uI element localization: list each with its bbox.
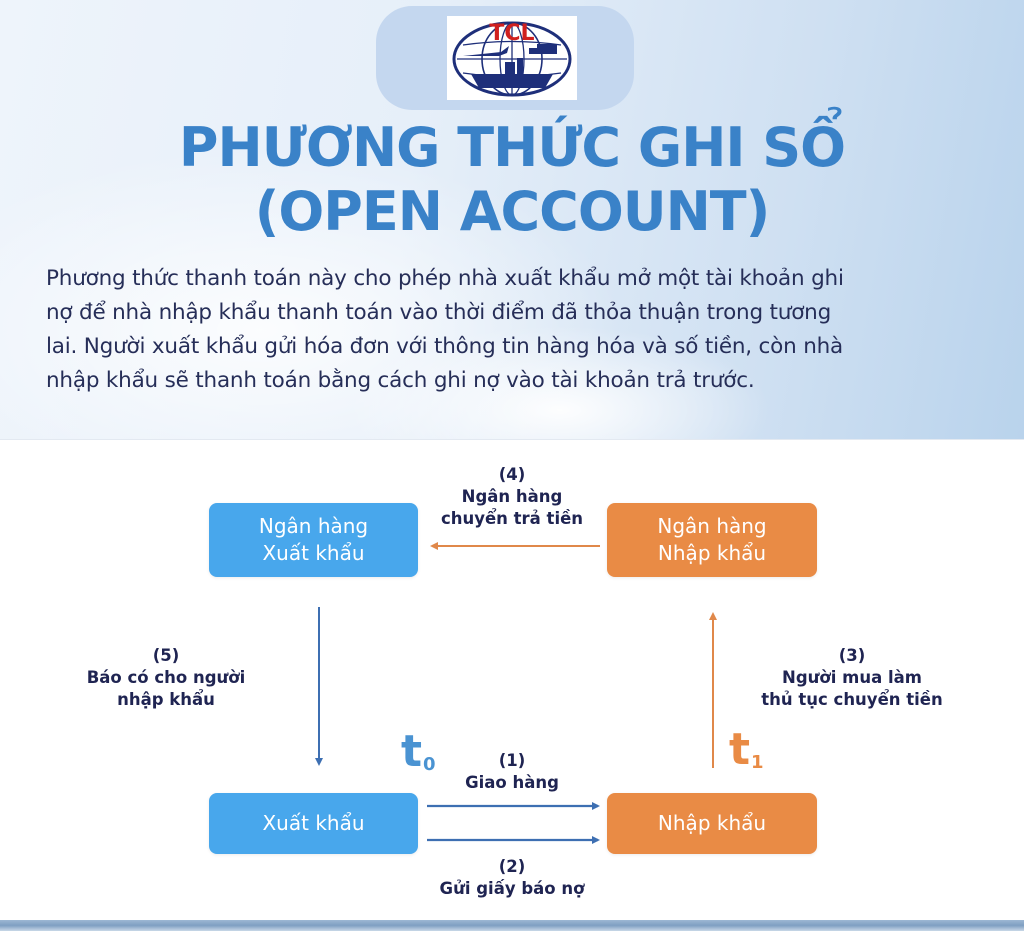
time-mark-sub: 0 [423,754,436,775]
page-title-line2: (OPEN ACCOUNT) [254,180,771,243]
step-4-label: (4) Ngân hàng chuyển trả tiền [412,464,612,530]
logo-text: TCL [489,21,534,46]
step-2-label: (2) Gửi giấy báo nợ [412,856,612,900]
step-number: (3) [838,646,866,665]
company-logo: TCL [447,16,577,100]
step-number: (1) [498,751,526,770]
time-mark-base: t [729,724,751,775]
step-3-label: (3) Người mua làm thủ tục chuyển tiền [742,645,962,711]
node-label: Ngân hàng [258,514,369,538]
time-mark-base: t [401,726,423,777]
node-importer: Nhập khẩu [607,793,817,854]
step-number: (2) [498,857,526,876]
step-text: thủ tục chuyển tiền [761,690,943,709]
node-exporter: Xuất khẩu [209,793,418,854]
node-label: Xuất khẩu [262,811,365,835]
node-label: Nhập khẩu [657,811,767,835]
globe-logo-icon: TCL [452,21,572,97]
node-importer-bank: Ngân hàng Nhập khẩu [607,503,817,577]
step-number: (5) [152,646,180,665]
step-text: nhập khẩu [117,690,215,709]
time-mark-t0: t0 [401,730,436,783]
intro-line: lai. Người xuất khẩu gửi hóa đơn với thô… [46,334,844,359]
header-banner: TCL PHƯƠNG THỨC GHI SỔ (OPEN ACCOUNT) Ph… [0,0,1024,440]
time-mark-t1: t1 [729,728,764,781]
step-text: chuyển trả tiền [440,509,584,528]
step-text: Giao hàng [465,773,559,792]
time-mark-sub: 1 [751,752,764,773]
step-number: (4) [498,465,526,484]
node-label: Ngân hàng [657,514,767,538]
step-5-label: (5) Báo có cho người nhập khẩu [66,645,266,711]
step-text: Gửi giấy báo nợ [439,879,585,898]
node-label: Nhập khẩu [657,541,767,565]
node-label: Xuất khẩu [262,541,365,565]
step-1-label: (1) Giao hàng [412,750,612,794]
intro-line: nhập khẩu sẽ thanh toán bằng cách ghi nợ… [46,368,755,393]
step-text: Ngân hàng [461,487,563,506]
footer-divider [0,920,1024,931]
step-text: Người mua làm [782,668,922,687]
node-exporter-bank: Ngân hàng Xuất khẩu [209,503,418,577]
intro-line: nợ để nhà nhập khẩu thanh toán vào thời … [46,300,832,325]
intro-line: Phương thức thanh toán này cho phép nhà … [46,266,844,291]
page-title-line1: PHƯƠNG THỨC GHI SỔ [178,116,846,179]
step-text: Báo có cho người [86,668,246,687]
intro-paragraph: Phương thức thanh toán này cho phép nhà … [46,262,996,398]
